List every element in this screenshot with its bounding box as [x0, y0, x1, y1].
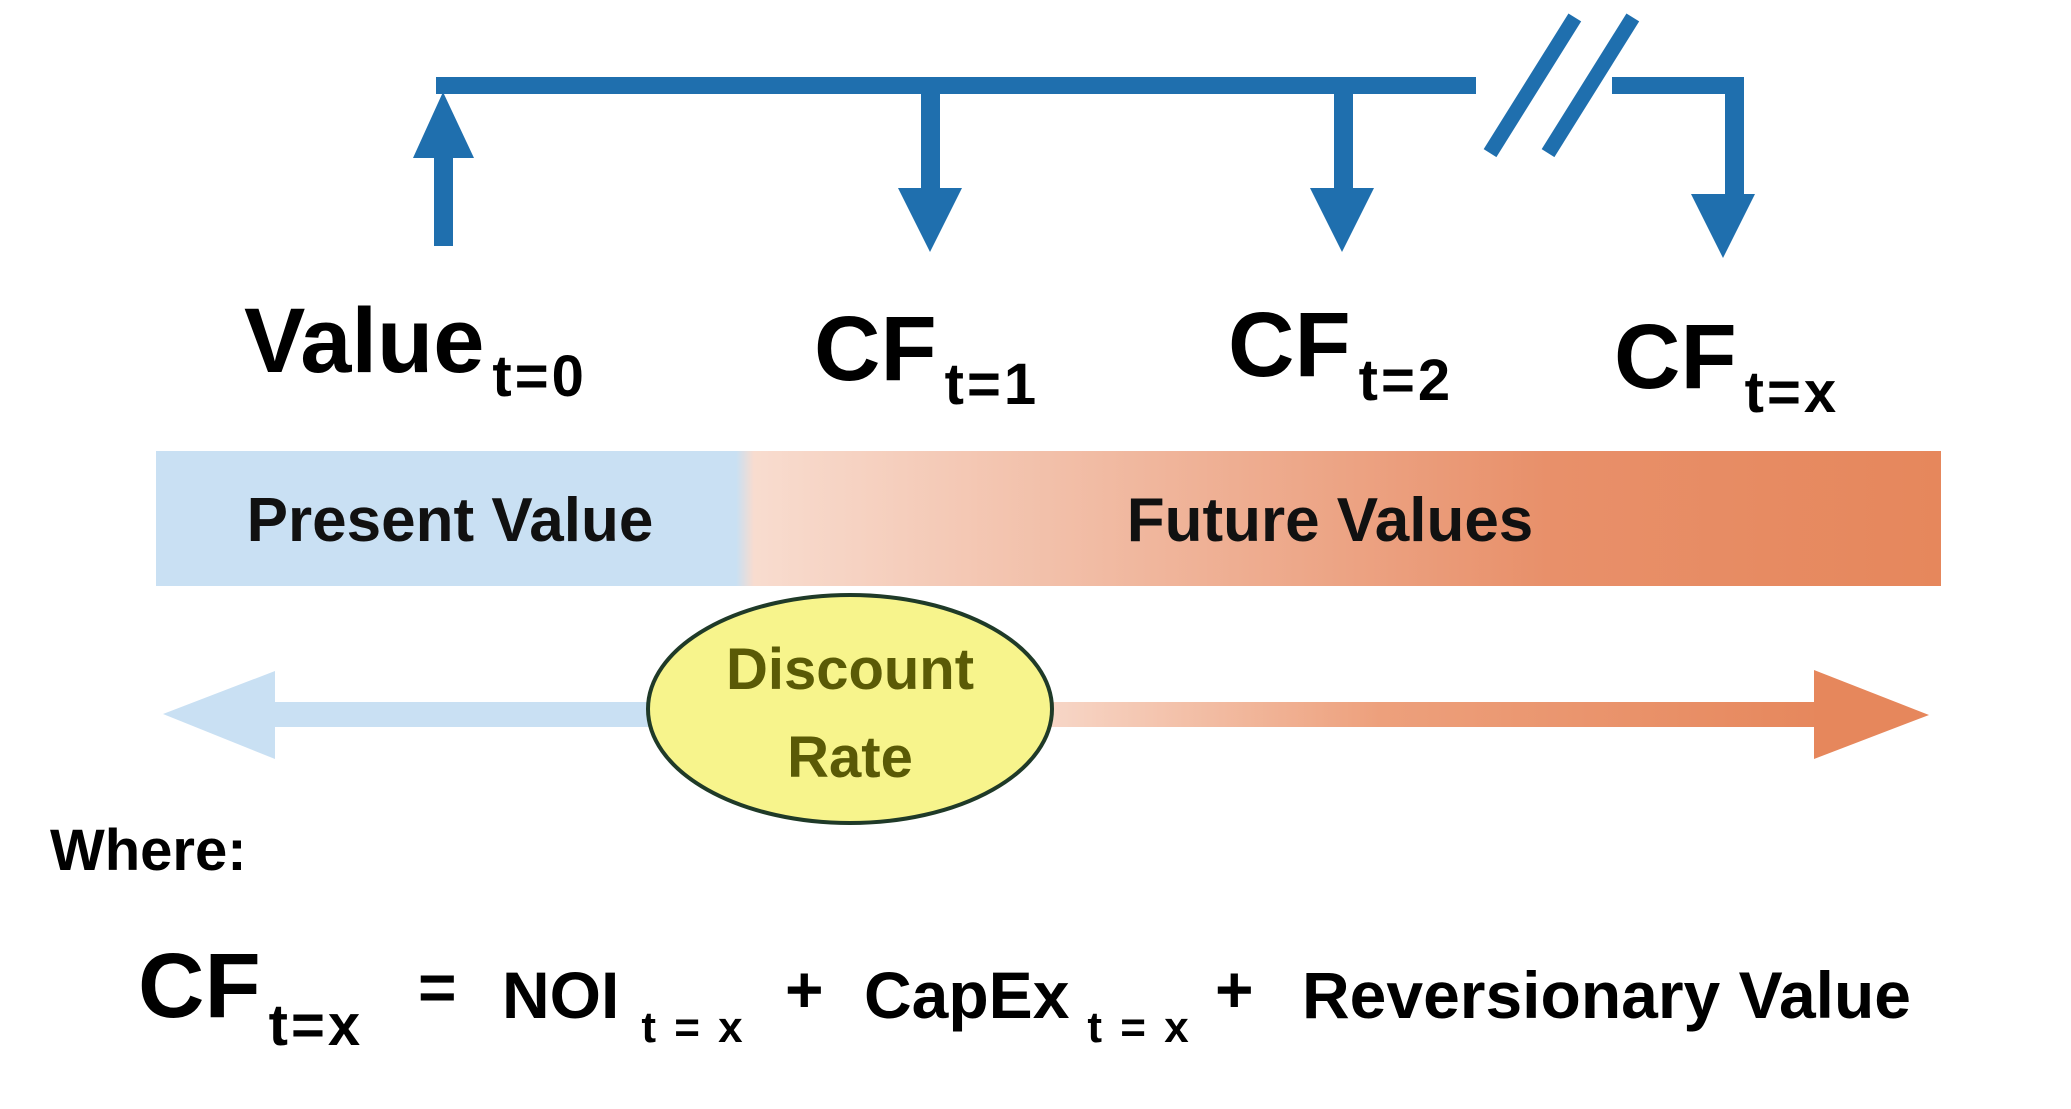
- down-arrow-cf-t2: [1310, 93, 1374, 252]
- timeline-bar: [436, 77, 1476, 94]
- future-values-label: Future Values: [1127, 486, 1534, 555]
- discount-rate-line1: Discount: [726, 637, 974, 702]
- formula-equals: =: [418, 950, 457, 1024]
- value-band: Present Value Future Values: [156, 451, 1941, 586]
- formula-reversionary-value: Reversionary Value: [1302, 958, 1911, 1032]
- up-arrow-value-t0: [413, 92, 474, 246]
- formula-plus-2: +: [1215, 952, 1254, 1026]
- left-arrow-present: [163, 671, 670, 759]
- present-value-label: Present Value: [247, 486, 654, 555]
- discount-rate-line2: Rate: [787, 725, 913, 790]
- break-mark-slash: [1483, 13, 1582, 158]
- discount-rate-ellipse: [646, 593, 1054, 825]
- discount-rate-arrows: Discount Rate: [163, 593, 1929, 825]
- where-label: Where:: [50, 818, 247, 883]
- down-arrow-cf-tx: [1691, 77, 1755, 258]
- value-band-bar: [156, 451, 1941, 586]
- formula-plus-1: +: [785, 952, 824, 1026]
- down-arrow-cf-t1: [898, 93, 962, 252]
- cash-flow-timeline: [413, 13, 1755, 258]
- right-arrow-future: [1015, 670, 1929, 759]
- break-mark-slash: [1541, 13, 1640, 158]
- timeline-bar-end: [1612, 77, 1740, 94]
